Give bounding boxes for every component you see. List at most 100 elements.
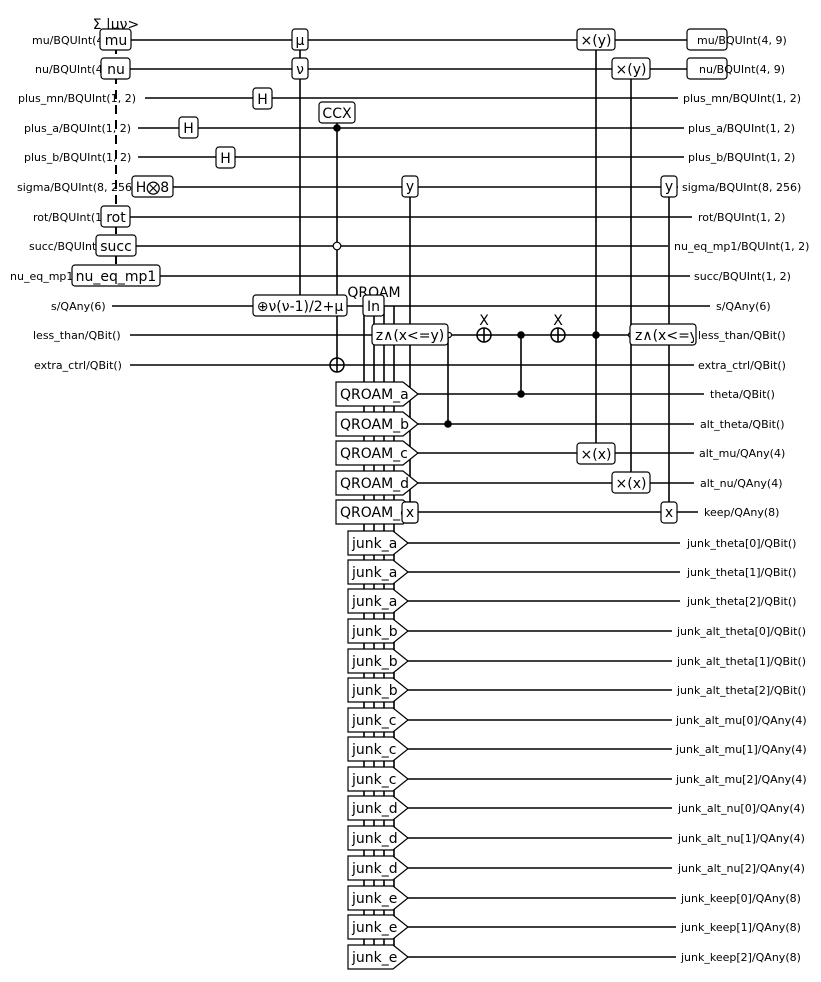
left-label-extra-ctrl: extra_ctrl/QBit() bbox=[34, 359, 122, 372]
right-label-mu-box bbox=[686, 28, 728, 51]
right-labels: mu/BQUInt(4, 9) nu/BQUInt(4, 9) plus_mn/… bbox=[674, 28, 809, 964]
ccx-open-control bbox=[332, 241, 342, 251]
right-label-plus-b: plus_b/BQUInt(1, 2) bbox=[688, 151, 795, 164]
gate-h-plus-a: H bbox=[178, 116, 199, 139]
right-label-junk-alt-mu-1: junk_alt_mu[1]/QAny(4) bbox=[675, 743, 807, 756]
junk-output-label: junk_b bbox=[351, 624, 398, 640]
qroam-output-b: QROAM_b bbox=[335, 411, 419, 437]
gate-prep-nu: nu bbox=[100, 57, 131, 80]
gate-prep-mu: mu bbox=[99, 28, 132, 51]
junk-output: junk_b bbox=[347, 648, 409, 674]
right-label-succ: succ/BQUInt(1, 2) bbox=[694, 270, 791, 283]
cnot-ctrl-dot-top bbox=[517, 331, 525, 339]
junk-output: junk_d bbox=[347, 795, 409, 821]
junk-output: junk_a bbox=[347, 530, 409, 556]
junk-output: junk_d bbox=[347, 855, 409, 881]
gate-prep-rot-label: rot bbox=[106, 210, 126, 226]
gate-mu-ctrl-label: μ bbox=[296, 33, 305, 49]
left-label-plus-b: plus_b/BQUInt(1, 2) bbox=[24, 151, 131, 164]
junk-output-label: junk_c bbox=[351, 772, 396, 788]
junk-output: junk_a bbox=[347, 559, 409, 585]
gate-nu-ctrl-label: ν bbox=[296, 62, 304, 78]
qroam-outputs: QROAM_a QROAM_b QROAM_c QROAM_d QROAM_e … bbox=[335, 381, 419, 525]
gate-h-plus-mn-label: H bbox=[257, 92, 268, 108]
gate-lte-2-clip: z∧(x<=y) bbox=[635, 328, 704, 344]
gate-h-plus-b: H bbox=[215, 146, 236, 169]
junk-output-label: junk_d bbox=[351, 831, 398, 847]
right-label-junk-alt-nu-0: junk_alt_nu[0]/QAny(4) bbox=[677, 802, 805, 815]
right-label-junk-alt-mu-0: junk_alt_mu[0]/QAny(4) bbox=[675, 714, 807, 727]
gate-prep-rot: rot bbox=[100, 205, 131, 228]
right-label-alt-nu: alt_nu/QAny(4) bbox=[700, 477, 783, 490]
gate-prep-nu-label: nu bbox=[107, 62, 125, 78]
junk-output-label: junk_c bbox=[351, 742, 396, 758]
right-label-mu: mu/BQUInt(4, 9) bbox=[697, 34, 787, 47]
gate-prep-mu-label: mu bbox=[105, 33, 128, 49]
gates: Σ |μν> mu nu rot succ nu_eq_mp1 H H bbox=[71, 17, 704, 524]
right-label-alt-mu: alt_mu/QAny(4) bbox=[699, 447, 785, 460]
gate-h-plus-a-label: H bbox=[183, 121, 194, 137]
junk-output: junk_e bbox=[347, 944, 409, 970]
right-label-junk-keep-0: junk_keep[0]/QAny(8) bbox=[680, 892, 801, 905]
gate-sigma-y-2: y bbox=[660, 175, 678, 198]
lte1-theta-dot bbox=[444, 420, 452, 428]
junk-output: junk_a bbox=[347, 588, 409, 614]
gate-qroam-in: In bbox=[362, 294, 385, 317]
right-label-extra-ctrl: extra_ctrl/QBit() bbox=[698, 359, 786, 372]
gate-sigma-y-1: y bbox=[401, 175, 419, 198]
gate-qroam-in-label: In bbox=[367, 299, 380, 315]
right-label-junk-alt-mu-2: junk_alt_mu[2]/QAny(4) bbox=[675, 773, 807, 786]
right-label-plus-mn: plus_mn/BQUInt(1, 2) bbox=[683, 92, 801, 105]
gate-keep-x-1-overlay: x bbox=[401, 501, 419, 524]
gate-h-sigma: H⨂8 bbox=[131, 175, 174, 198]
gate-add-formula: ⊕ν(ν-1)/2+μ bbox=[252, 294, 348, 317]
right-label-junk-alt-theta-0: junk_alt_theta[0]/QBit() bbox=[676, 625, 806, 638]
right-label-nu: nu/BQUInt(4, 9) bbox=[699, 63, 785, 76]
qroam-output-a: QROAM_a bbox=[335, 381, 419, 407]
x-gate-2-label: X bbox=[553, 313, 563, 329]
gate-lte-1: z∧(x<=y) bbox=[371, 323, 449, 346]
gate-keep-x-2: x bbox=[660, 501, 678, 524]
junk-output: junk_e bbox=[347, 885, 409, 911]
gate-add-formula-label: ⊕ν(ν-1)/2+μ bbox=[257, 299, 344, 315]
junk-output-label: junk_e bbox=[351, 950, 397, 966]
gate-prep-succ: succ bbox=[95, 234, 137, 257]
wires bbox=[112, 39, 710, 958]
gate-h-plus-mn: H bbox=[252, 87, 273, 110]
gate-lte-1-label: z∧(x<=y) bbox=[376, 328, 445, 344]
junk-output: junk_d bbox=[347, 825, 409, 851]
junk-output-label: junk_d bbox=[351, 861, 398, 877]
junk-output-label: junk_b bbox=[351, 683, 398, 699]
cnot-ctrl-dot-theta bbox=[517, 390, 525, 398]
right-label-junk-alt-nu-2: junk_alt_nu[2]/QAny(4) bbox=[677, 862, 805, 875]
right-label-rot: rot/BQUInt(1, 2) bbox=[698, 211, 785, 224]
gate-keep-x-1-overlay-label: x bbox=[406, 505, 414, 521]
gate-swap-mu-x: ×(x) bbox=[576, 442, 616, 465]
qroam-output-e-label: QROAM_e bbox=[340, 505, 409, 521]
junk-output-label: junk_a bbox=[351, 594, 397, 610]
gate-h-plus-b-label: H bbox=[220, 151, 231, 167]
qroam-output-d: QROAM_d bbox=[335, 470, 419, 496]
gate-h-sigma-label: H⨂8 bbox=[136, 180, 169, 196]
swap-ctrl-dot bbox=[592, 331, 600, 339]
right-label-junk-keep-1: junk_keep[1]/QAny(8) bbox=[680, 921, 801, 934]
right-label-junk-alt-nu-1: junk_alt_nu[1]/QAny(4) bbox=[677, 832, 805, 845]
junk-output: junk_c bbox=[347, 736, 409, 762]
gate-sigma-y-2-label: y bbox=[665, 179, 673, 195]
right-label-alt-theta: alt_theta/QBit() bbox=[700, 418, 785, 431]
left-labels: mu/BQUInt(4, 9) nu/BQUInt(4, 9) plus_mn/… bbox=[10, 34, 145, 372]
qroam-output-b-label: QROAM_b bbox=[340, 417, 409, 433]
gate-prep-nu-eq-mp1: nu_eq_mp1 bbox=[71, 264, 161, 287]
gate-mu-ctrl: μ bbox=[291, 28, 309, 51]
junk-output: junk_c bbox=[347, 766, 409, 792]
junk-output-label: junk_e bbox=[351, 920, 397, 936]
left-label-plus-mn: plus_mn/BQUInt(1, 2) bbox=[18, 92, 136, 105]
gate-swap-mu-y: ×(y) bbox=[576, 28, 616, 51]
gate-prep-nu-eq-mp1-label: nu_eq_mp1 bbox=[76, 269, 157, 285]
gate-lte-2-label: z∧(x<=y) bbox=[635, 328, 704, 344]
right-label-junk-theta-0: junk_theta[0]/QBit() bbox=[686, 537, 796, 550]
right-label-theta: theta/QBit() bbox=[710, 388, 775, 401]
right-label-nu-eq-mp1: nu_eq_mp1/BQUInt(1, 2) bbox=[674, 240, 809, 253]
right-label-junk-keep-2: junk_keep[2]/QAny(8) bbox=[680, 951, 801, 964]
